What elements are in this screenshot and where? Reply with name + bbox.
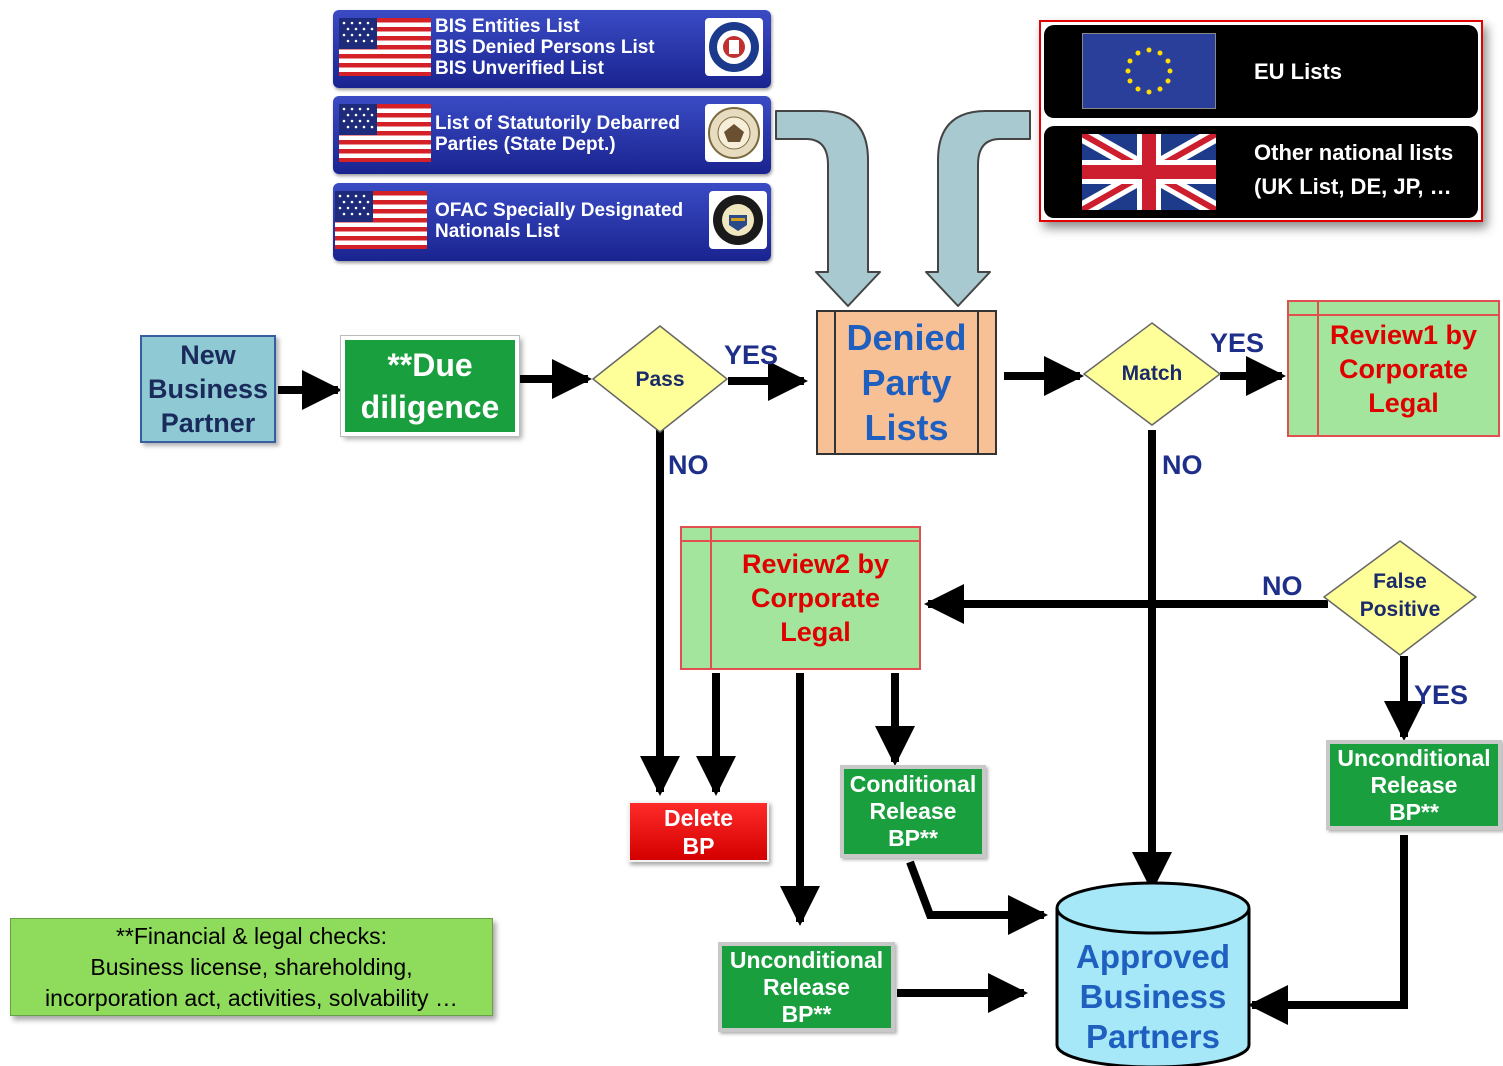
review2-node: Review2 by Corporate Legal: [680, 526, 921, 670]
conditional-release-node: Conditional Release BP**: [840, 765, 986, 858]
list-line: Nationals List: [435, 221, 560, 242]
node-line: Positive: [1359, 598, 1441, 621]
node-line: Corporate: [1338, 353, 1468, 384]
review1-node: Review1 by Corporate Legal: [1287, 300, 1500, 437]
false-positive-decision: [1322, 540, 1478, 656]
node-line: Denied: [846, 317, 967, 358]
pass-label: Pass: [635, 368, 685, 391]
state-dept-seal-icon: [705, 104, 763, 162]
list-line: OFAC Specially Designated: [435, 200, 684, 221]
national-lists-row: Other national lists (UK List, DE, JP, …: [1044, 126, 1478, 218]
national-lists-label: Other national lists (UK List, DE, JP, …: [1254, 136, 1453, 204]
node-line: BP**: [781, 1000, 832, 1027]
arrow-release-to-approved: [1248, 835, 1408, 1025]
approved-db-shape: [1055, 881, 1251, 1066]
curved-arrow-us-lists: [775, 110, 881, 307]
list-line: Parties (State Dept.): [435, 134, 616, 155]
node-line: False: [1373, 570, 1427, 593]
footnote-line: **Financial & legal checks:: [115, 922, 387, 949]
us-flag-icon: [339, 18, 431, 76]
node-line: Release: [1370, 771, 1458, 798]
due-diligence-node: **Due diligence: [340, 335, 520, 437]
us-list-panel-state: List of Statutorily Debarred Parties (St…: [333, 96, 771, 174]
approved-business-partners-label: Approved Business Partners: [1057, 937, 1249, 1057]
eu-lists-label: EU Lists: [1254, 59, 1343, 84]
us-flag-icon: [335, 191, 427, 249]
node-line: Business: [147, 374, 269, 404]
eu-lists-row: EU Lists: [1044, 25, 1478, 118]
commerce-seal-icon: [705, 18, 763, 76]
us-list-text: BIS Entities List BIS Denied Persons Lis…: [435, 16, 655, 79]
node-line: Lists: [864, 407, 949, 448]
match-label: Match: [1121, 362, 1183, 385]
false-positive-yes-label: YES: [1414, 680, 1469, 710]
node-line: New: [180, 340, 236, 370]
match-no-label: NO: [1162, 450, 1203, 480]
list-line: BIS Denied Persons List: [435, 37, 655, 58]
node-line: BP: [682, 832, 715, 859]
arrow-conditional-to-approved: [906, 860, 1048, 935]
pass-no-label: NO: [668, 450, 709, 480]
list-line: BIS Entities List: [435, 16, 580, 37]
eu-lists-panel: EU Lists Other national lists (UK List, …: [1039, 20, 1483, 222]
delete-bp-node: Delete BP: [628, 801, 769, 862]
node-line: Partners: [1086, 1018, 1220, 1055]
us-list-text: List of Statutorily Debarred Parties (St…: [435, 113, 680, 155]
us-list-text: OFAC Specially Designated Nationals List: [435, 200, 683, 242]
new-business-partner-node: New Business Partner: [140, 335, 276, 443]
treasury-seal-icon: [709, 191, 767, 249]
node-line: Review2 by: [741, 549, 890, 579]
denied-party-lists-node: Denied Party Lists: [816, 310, 997, 455]
list-line: BIS Unverified List: [435, 58, 604, 79]
unconditional-release-bottom-node: Unconditional Release BP**: [718, 942, 895, 1032]
us-list-panel-ofac: OFAC Specially Designated Nationals List: [333, 183, 771, 261]
node-line: BP**: [888, 825, 938, 851]
footnote-line: incorporation act, activities, solvabili…: [45, 984, 458, 1011]
eu-flag-icon: [1082, 33, 1216, 109]
node-line: **Due: [387, 347, 473, 383]
node-line: Party: [861, 362, 952, 403]
list-line: List of Statutorily Debarred: [435, 113, 680, 134]
node-line: Business: [1079, 978, 1227, 1015]
node-line: Conditional: [849, 771, 977, 797]
node-line: BP**: [1389, 798, 1439, 825]
false-positive-no-label: NO: [1262, 571, 1303, 601]
us-list-panel-bis: BIS Entities List BIS Denied Persons Lis…: [333, 10, 771, 88]
curved-arrow-eu-lists: [925, 110, 1031, 307]
pass-decision: [591, 325, 729, 433]
pass-yes-label: YES: [724, 340, 779, 370]
node-line: Review1 by: [1329, 319, 1478, 350]
node-line: Corporate: [750, 583, 880, 613]
match-yes-label: YES: [1210, 328, 1265, 358]
node-line: Approved: [1075, 938, 1230, 975]
us-flag-icon: [339, 104, 431, 162]
node-line: Release: [869, 798, 957, 824]
unconditional-release-right-node: Unconditional Release BP**: [1326, 740, 1502, 830]
node-line: Partner: [160, 408, 256, 438]
false-positive-label: False Positive: [1350, 568, 1450, 624]
node-line: Legal: [1368, 387, 1439, 418]
national-lists-line: Other national lists: [1254, 140, 1454, 165]
footnote-box: **Financial & legal checks: Business lic…: [10, 918, 493, 1016]
node-line: Unconditional: [729, 946, 884, 973]
node-line: Delete: [663, 804, 734, 831]
node-line: Unconditional: [1337, 744, 1491, 771]
footnote-line: Business license, shareholding,: [90, 953, 413, 980]
node-line: diligence: [360, 389, 500, 425]
uk-flag-icon: [1082, 134, 1216, 210]
match-decision: [1082, 322, 1222, 426]
national-lists-line: (UK List, DE, JP, …: [1254, 174, 1452, 199]
node-line: Legal: [780, 617, 851, 647]
node-line: Release: [763, 973, 850, 1000]
